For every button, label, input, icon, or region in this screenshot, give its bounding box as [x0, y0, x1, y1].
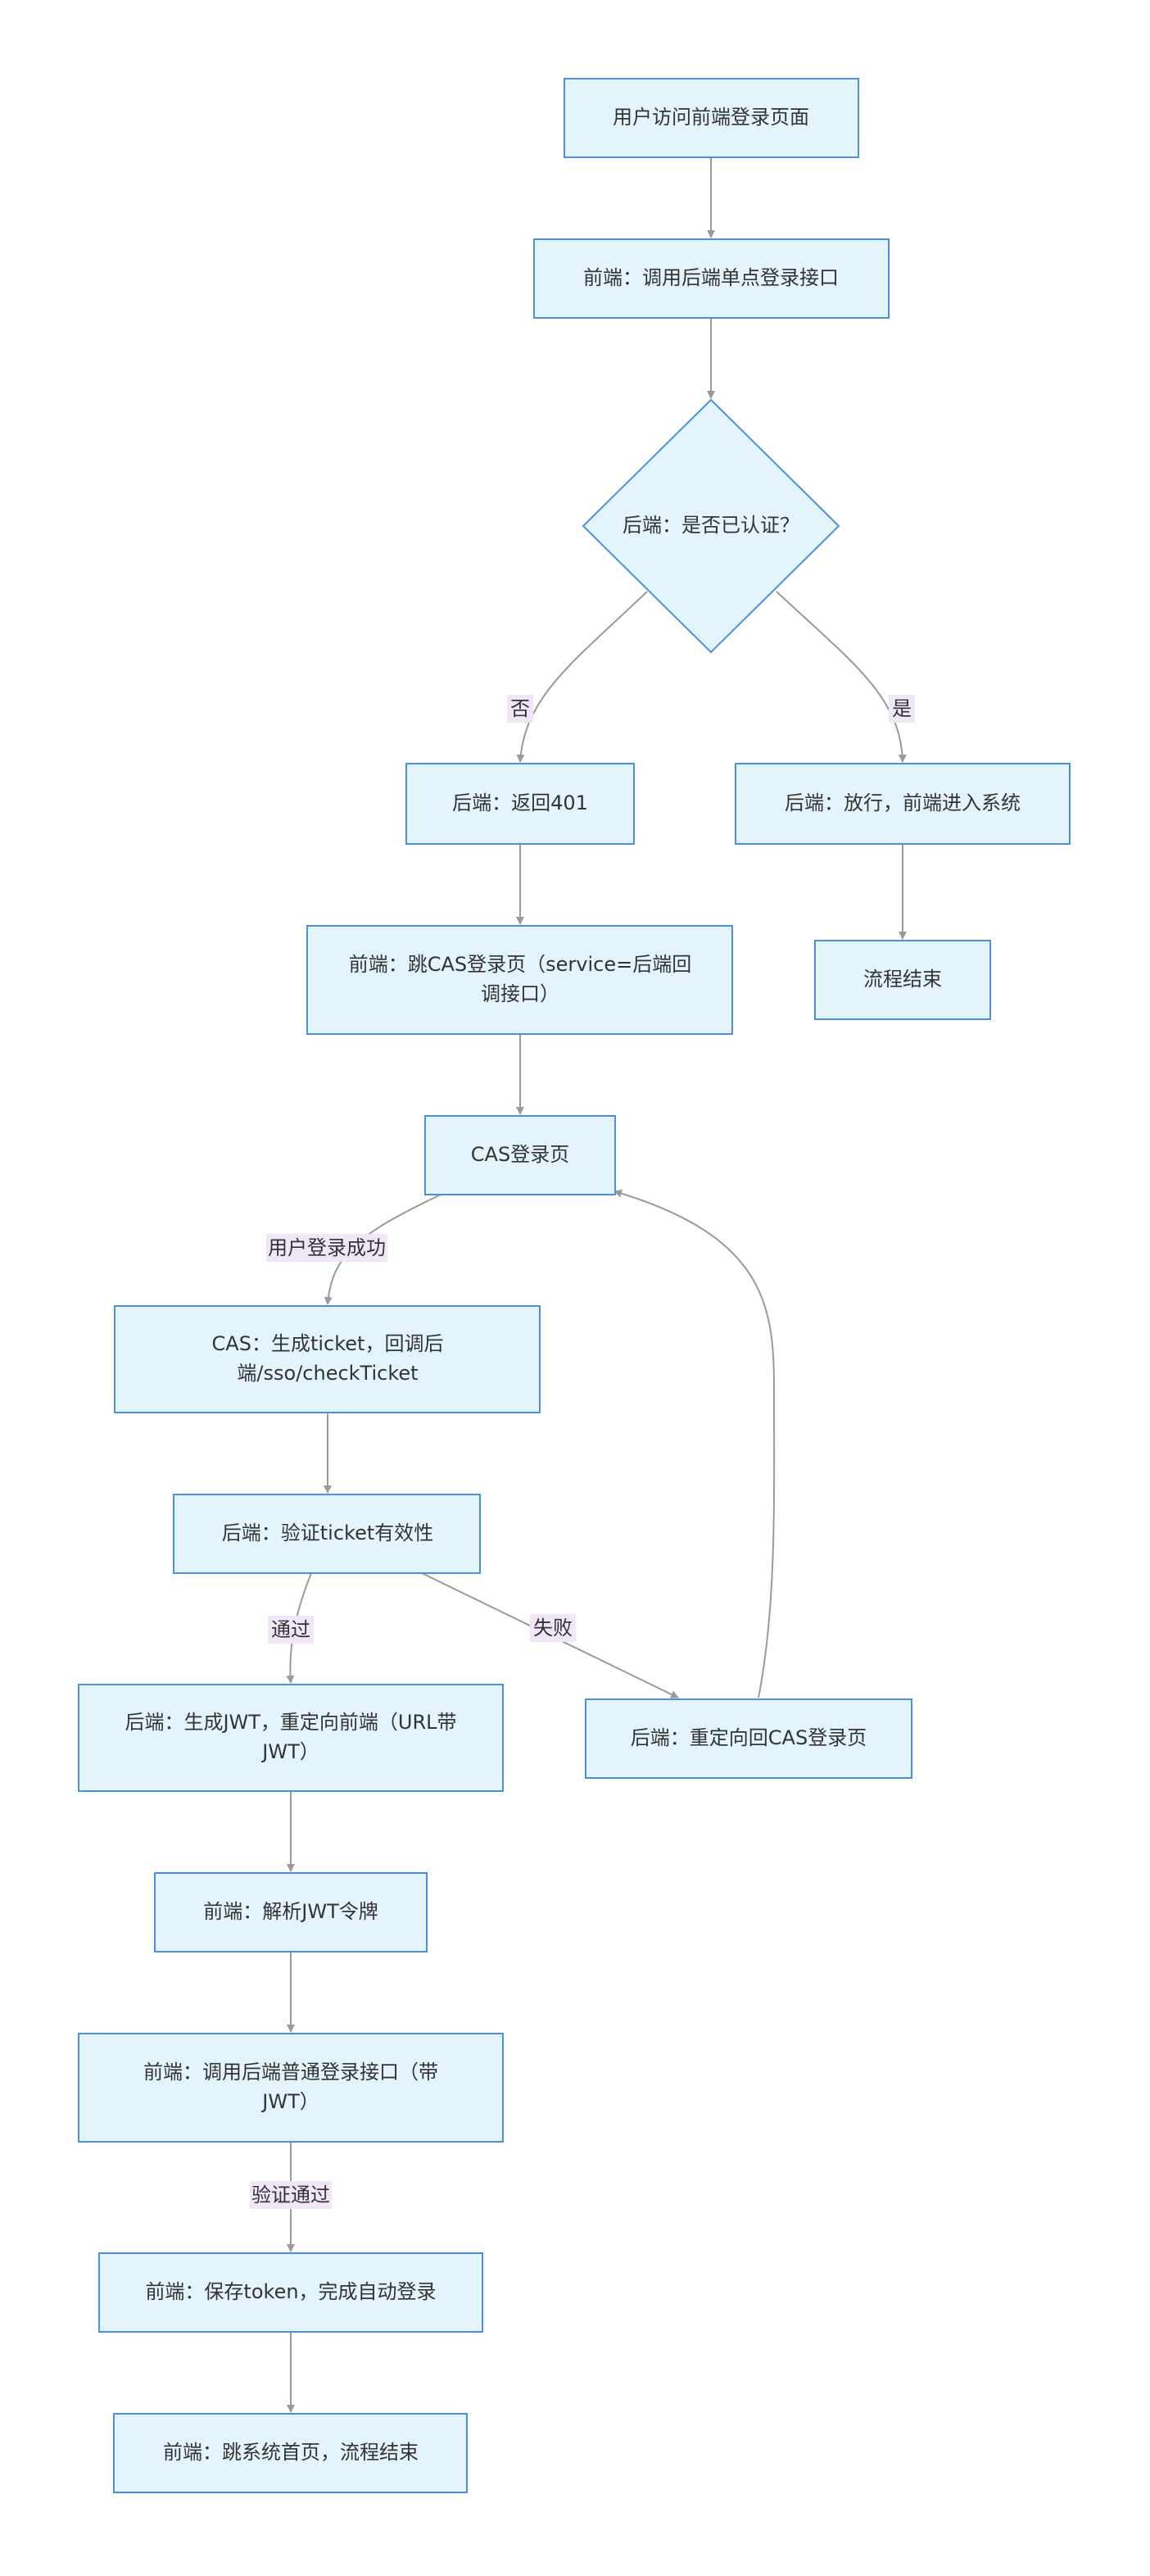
- edge-labels: 否 是 用户登录成功 通过 失败 验证通过: [250, 695, 915, 2209]
- svg-text:后端：生成JWT，重定向前端（URL带: 后端：生成JWT，重定向前端（URL带: [125, 1711, 456, 1734]
- node-verify-ticket: 后端：验证ticket有效性: [173, 1494, 481, 1574]
- edge-redirect-back-to-cas-login: [613, 1189, 776, 1698]
- svg-text:CAS登录页: CAS登录页: [471, 1143, 569, 1166]
- edge-label-yes: 是: [889, 695, 915, 723]
- svg-text:验证通过: 验证通过: [251, 2184, 330, 2206]
- node-gen-jwt: 后端：生成JWT，重定向前端（URL带 JWT）: [78, 1684, 504, 1792]
- svg-text:用户访问前端登录页面: 用户访问前端登录页面: [613, 106, 809, 129]
- svg-text:JWT）: JWT）: [260, 2090, 319, 2113]
- svg-text:失败: 失败: [533, 1617, 573, 1639]
- node-redirect-back-cas: 后端：重定向回CAS登录页: [585, 1698, 912, 1779]
- node-is-auth-decision: 后端：是否已认证？: [582, 398, 840, 654]
- svg-text:否: 否: [510, 697, 530, 720]
- node-parse-jwt: 前端：解析JWT令牌: [154, 1872, 428, 1952]
- svg-text:后端：放行，前端进入系统: 后端：放行，前端进入系统: [785, 791, 1021, 814]
- node-gen-ticket: CAS：生成ticket，回调后 端/sso/checkTicket: [114, 1305, 541, 1413]
- svg-text:通过: 通过: [271, 1618, 310, 1641]
- svg-text:前端：解析JWT令牌: 前端：解析JWT令牌: [203, 1900, 378, 1923]
- svg-text:流程结束: 流程结束: [863, 968, 942, 991]
- svg-text:后端：返回401: 后端：返回401: [452, 791, 588, 814]
- svg-text:后端：验证ticket有效性: 后端：验证ticket有效性: [222, 1522, 434, 1544]
- svg-text:前端：跳CAS登录页（service=后端回: 前端：跳CAS登录页（service=后端回: [349, 953, 692, 976]
- node-call-normal-login: 前端：调用后端普通登录接口（带 JWT）: [78, 2033, 504, 2143]
- svg-text:前端：调用后端普通登录接口（带: 前端：调用后端普通登录接口（带: [143, 2061, 438, 2084]
- edge-is-auth-to-pass-enter: [776, 591, 907, 763]
- node-call-sso: 前端：调用后端单点登录接口: [533, 238, 890, 319]
- node-return-401: 后端：返回401: [405, 763, 635, 845]
- svg-text:调接口）: 调接口）: [481, 982, 559, 1005]
- node-save-token: 前端：保存token，完成自动登录: [98, 2252, 483, 2333]
- edge-label-no: 否: [507, 695, 533, 723]
- svg-text:前端：跳系统首页，流程结束: 前端：跳系统首页，流程结束: [163, 2441, 419, 2464]
- svg-text:CAS：生成ticket，回调后: CAS：生成ticket，回调后: [212, 1332, 444, 1355]
- edge-label-failed: 失败: [530, 1614, 576, 1642]
- edge-is-auth-to-return-401: [516, 591, 648, 763]
- node-end1: 流程结束: [814, 940, 991, 1020]
- svg-text:用户登录成功: 用户登录成功: [268, 1236, 386, 1259]
- svg-text:前端：保存token，完成自动登录: 前端：保存token，完成自动登录: [145, 2280, 436, 2303]
- svg-text:后端：重定向回CAS登录页: 后端：重定向回CAS登录页: [631, 1726, 867, 1749]
- svg-text:前端：调用后端单点登录接口: 前端：调用后端单点登录接口: [583, 266, 839, 289]
- node-cas-login: CAS登录页: [424, 1115, 616, 1195]
- svg-text:后端：是否已认证？: 后端：是否已认证？: [623, 514, 799, 537]
- nodes: 用户访问前端登录页面 前端：调用后端单点登录接口 后端：是否已认证？ 后端：返回…: [78, 78, 1071, 2493]
- svg-text:JWT）: JWT）: [260, 1740, 319, 1763]
- node-pass-enter: 后端：放行，前端进入系统: [735, 763, 1071, 845]
- svg-text:是: 是: [892, 697, 912, 720]
- node-redirect-cas: 前端：跳CAS登录页（service=后端回 调接口）: [306, 925, 733, 1035]
- edge-label-login-success: 用户登录成功: [266, 1234, 387, 1262]
- edge-label-verify-passed: 验证通过: [250, 2181, 332, 2209]
- svg-text:端/sso/checkTicket: 端/sso/checkTicket: [237, 1362, 418, 1385]
- node-start: 用户访问前端登录页面: [564, 78, 859, 158]
- edge-label-passed: 通过: [268, 1616, 314, 1644]
- node-home-end: 前端：跳系统首页，流程结束: [113, 2413, 468, 2493]
- edges: [286, 157, 907, 2413]
